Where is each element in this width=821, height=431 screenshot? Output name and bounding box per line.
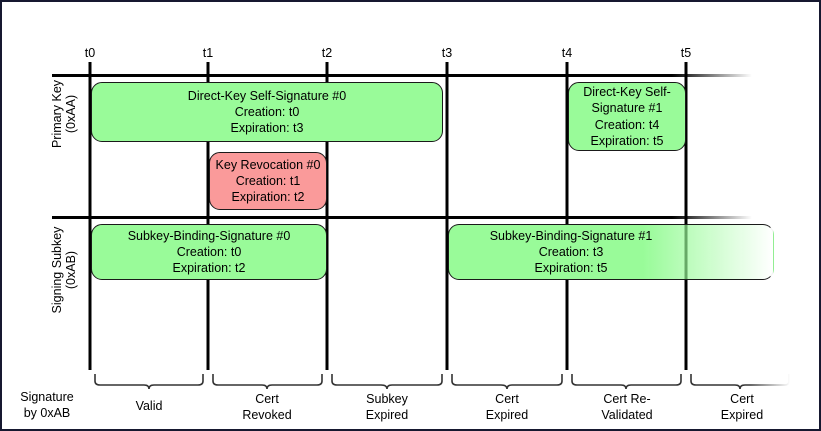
row-label-primary-key-line1: Primary Key [50,79,64,149]
sigbox-direct-key-self-signature-1[interactable]: Direct-Key Self- Signature #1 Creation: … [568,82,686,151]
sigbox-expiration: Expiration: t5 [534,261,608,276]
brace-label-line1: Cert [495,392,519,406]
brace-interval-t1-t2 [212,374,323,389]
brace-label-line2: Expired [365,407,409,422]
primary-key-axis-line [52,74,772,77]
brace-interval-t2-t3 [331,374,443,389]
sigbox-creation: Creation: t4 [594,117,660,132]
brace-icon [94,374,204,389]
sigbox-expiration: Expiration: t3 [230,121,304,136]
footer-corner-label: Signature by 0xAB [20,390,74,421]
footer-corner-line2: by 0xAB [23,405,71,420]
row-label-signing-subkey: Signing Subkey (0xAB) [50,227,78,314]
brace-label-line1: Cert Re- [603,392,651,406]
sigbox-creation: Creation: t1 [235,173,301,188]
brace-label-interval-t1-t2: Cert Revoked [242,392,291,423]
brace-interval-t0-t1 [94,374,204,389]
row-label-signing-subkey-line1: Signing Subkey [50,226,64,314]
brace-label-interval-t4-t5: Cert Re- Validated [601,392,652,423]
brace-label-line1: Valid [135,399,163,413]
footer-corner-line1: Signature [20,390,74,404]
brace-label-interval-t5-end: Cert Expired [721,392,763,423]
sigbox-title: Subkey-Binding-Signature #0 [127,228,291,243]
tick-label-t2: t2 [321,46,333,60]
brace-interval-t5-end [690,374,790,389]
brace-icon [571,374,682,389]
sigbox-subkey-binding-signature-1[interactable]: Subkey-Binding-Signature #1 Creation: t3… [448,224,774,280]
brace-label-line1: Cert [255,392,279,406]
sigbox-subkey-binding-signature-0[interactable]: Subkey-Binding-Signature #0 Creation: t0… [91,224,327,280]
sigbox-title-2: Signature #1 [591,101,663,116]
sigbox-expiration: Expiration: t2 [172,261,246,276]
row-label-signing-subkey-line2: (0xAB) [64,250,78,290]
brace-label-interval-t3-t4: Cert Expired [486,392,528,423]
sigbox-title: Direct-Key Self-Signature #0 [187,88,347,103]
brace-interval-t3-t4 [451,374,563,389]
brace-icon [212,374,323,389]
brace-label-line1: Subkey [366,392,408,406]
sigbox-creation: Creation: t0 [176,244,242,259]
tick-label-t3: t3 [441,46,453,60]
row-label-primary-key: Primary Key (0xAA) [50,80,78,148]
signing-subkey-axis-line [52,216,772,219]
sigbox-title: Direct-Key Self- [583,85,671,99]
sigbox-expiration: Expiration: t5 [590,133,664,148]
brace-label-line2: Revoked [242,407,292,422]
brace-label-line2: Expired [485,407,529,422]
brace-icon [451,374,563,389]
sigbox-title: Subkey-Binding-Signature #1 [489,228,653,243]
tick-label-t5: t5 [680,46,692,60]
brace-label-line1: Cert [730,392,754,406]
sigbox-creation: Creation: t3 [538,244,604,259]
brace-icon [331,374,443,389]
brace-icon [690,374,790,389]
sigbox-direct-key-self-signature-0[interactable]: Direct-Key Self-Signature #0 Creation: t… [91,82,443,142]
sigbox-creation: Creation: t0 [234,104,300,119]
sigbox-key-revocation-0[interactable]: Key Revocation #0 Creation: t1 Expiratio… [209,152,327,210]
row-label-primary-key-line2: (0xAA) [64,94,78,134]
brace-label-line2: Validated [601,407,653,422]
brace-label-interval-t2-t3: Subkey Expired [366,392,408,423]
brace-label-interval-t0-t1: Valid [136,399,163,415]
brace-interval-t4-t5 [571,374,682,389]
brace-label-line2: Expired [720,407,764,422]
tick-label-t1: t1 [202,46,214,60]
sigbox-title: Key Revocation #0 [215,157,321,172]
tick-label-t4: t4 [561,46,573,60]
tick-label-t0: t0 [84,46,96,60]
sigbox-expiration: Expiration: t2 [231,190,305,205]
